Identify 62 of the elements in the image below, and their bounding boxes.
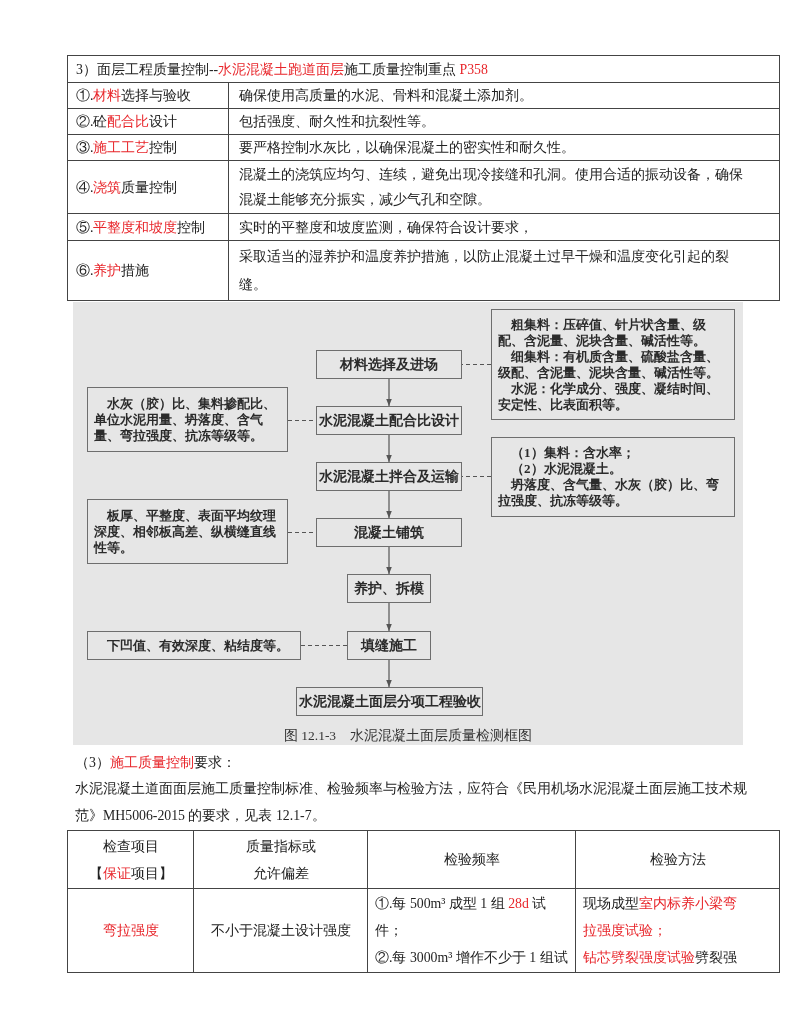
- note-text: 下凹值、有效深度、粘结度等。: [106, 637, 290, 654]
- step-label: 水泥混凝土拌合及运输: [319, 467, 459, 486]
- process-box: [316, 462, 462, 491]
- item-label: ①.材料选择与验收: [76, 87, 192, 105]
- column-heading: 【保证项目】: [88, 864, 173, 883]
- item-label: ②.砼配合比设计: [76, 113, 178, 131]
- process-box: [347, 631, 431, 660]
- process-box: [316, 406, 462, 435]
- item-label: ③.施工工艺控制: [76, 139, 178, 157]
- note-text: 粗集料：压碎值、针片状含量、级配、含泥量、泥块含量、碱活性等。: [498, 316, 707, 349]
- note-text: （1）集料：含水率；: [510, 445, 636, 461]
- note-text: 板厚、平整度、表面平均纹理深度、相邻板高差、纵横缝直线性等。: [94, 507, 277, 556]
- item-label: ④.浇筑质量控制: [76, 178, 178, 197]
- body-paragraph: 水泥混凝土道面面层施工质量控制标准、检验频率与检验方法，应符合《民用机场水泥混凝土面层施工技术规范》MH5006-2015 的要求，见表 12.1-7。: [75, 780, 748, 825]
- item-description: 确保使用高质量的水泥、骨料和混凝土添加剂。: [239, 87, 533, 105]
- section-heading: （3）施工质量控制要求：: [75, 754, 236, 772]
- note-box: [87, 499, 288, 564]
- quality-standard: 不小于混凝土设计强度: [210, 922, 351, 940]
- flow-arrow: [386, 602, 392, 632]
- flow-arrow: [386, 434, 392, 463]
- flow-arrow: [386, 490, 392, 519]
- column-heading: 检验频率: [443, 851, 500, 869]
- frequency-text: ①.每 500m³ 成型 1 组 28d 试件；: [375, 895, 548, 940]
- item-description: 采取适当的湿养护和温度养护措施，以防止混凝土过早干燥和温度变化引起的裂缝。: [239, 247, 730, 294]
- process-box: [296, 687, 483, 716]
- step-label: 水泥混凝土配合比设计: [319, 411, 459, 430]
- flow-arrow: [386, 659, 392, 688]
- step-label: 养护、拆模: [354, 579, 424, 598]
- flow-arrow: [386, 378, 392, 407]
- note-text: 水泥：化学成分、强度、凝结时间、安定性、比表面积等。: [498, 380, 720, 413]
- step-label: 填缝施工: [361, 636, 417, 655]
- check-item: 弯拉强度: [102, 922, 159, 940]
- column-heading: 质量指标或允许偏差: [244, 837, 317, 883]
- figure-caption: 图 12.1-3 水泥混凝土面层质量检测框图: [283, 727, 533, 745]
- dashed-connector: [300, 644, 348, 647]
- frequency-text: ②.每 3000m³ 增作不少于 1 组试: [375, 949, 568, 967]
- note-box: [87, 387, 288, 452]
- note-text: 细集料：有机质含量、硫酸盐含量、级配、含泥量、泥块含量、碱活性等。: [498, 348, 720, 381]
- item-description: 实时的平整度和坡度监测，确保符合设计要求，: [239, 218, 533, 237]
- note-box: [491, 437, 735, 517]
- note-text: 坍落度、含气量、水灰（胶）比、弯拉强度、抗冻等级等。: [498, 477, 720, 509]
- method-text: 现场成型室内标养小梁弯拉强度试验；: [583, 895, 738, 940]
- process-box: [316, 350, 462, 379]
- flow-arrow: [386, 546, 392, 575]
- item-description: 混凝土的浇筑应均匀、连续，避免出现冷接缝和孔洞。使用合适的振动设备，确保混凝土能够充分振实，减少气孔和空隙。: [239, 166, 744, 209]
- method-text: 钻芯劈裂强度试验劈裂强: [583, 949, 737, 967]
- item-description: 包括强度、耐久性和抗裂性等。: [239, 113, 435, 131]
- column-heading: 检查项目: [102, 837, 159, 856]
- process-box: [347, 574, 431, 603]
- table-heading: 3）面层工程质量控制--水泥混凝土跑道面层施工质量控制重点 P358: [76, 60, 488, 79]
- item-label: ⑤.平整度和坡度控制: [76, 218, 206, 237]
- step-label: 材料选择及进场: [340, 355, 438, 374]
- process-box: [316, 518, 462, 547]
- note-text: 水灰（胶）比、集料掺配比、单位水泥用量、坍落度、含气量、弯拉强度、抗冻等级等。: [94, 395, 277, 444]
- note-text: （2）水泥混凝土。: [510, 461, 623, 477]
- column-heading: 检验方法: [649, 851, 706, 869]
- note-box: [491, 309, 735, 420]
- item-description: 要严格控制水灰比，以确保混凝土的密实性和耐久性。: [239, 139, 575, 157]
- step-label: 水泥混凝土面层分项工程验收: [298, 692, 481, 711]
- note-box: [87, 631, 301, 660]
- item-label: ⑥.养护措施: [76, 262, 150, 280]
- step-label: 混凝土铺筑: [354, 523, 424, 542]
